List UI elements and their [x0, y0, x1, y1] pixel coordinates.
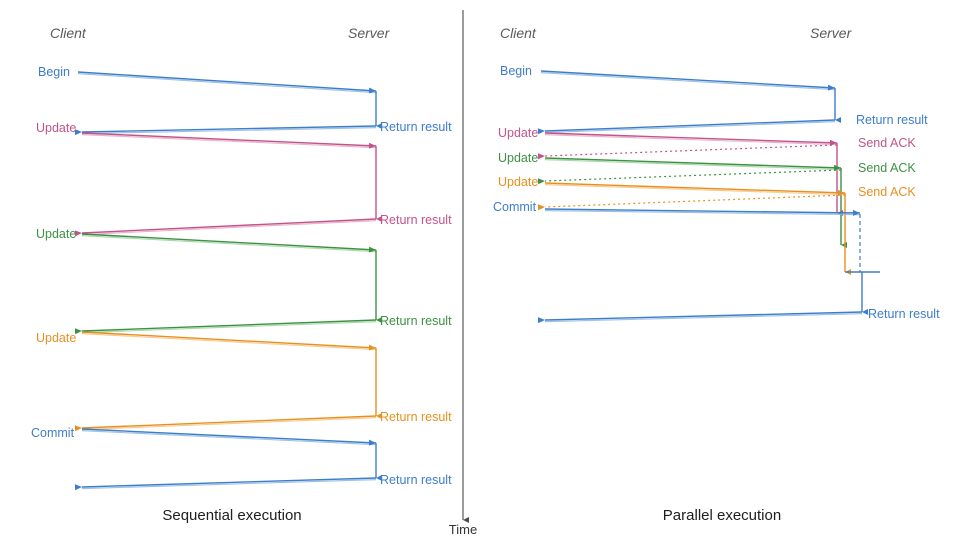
- arrow-commit-response: [537, 311, 863, 324]
- server-message-label-4: Return result: [868, 307, 940, 321]
- arrow-update1-response: [74, 218, 377, 237]
- arrow-commit-request: [81, 428, 377, 446]
- server-message-label-2: Send ACK: [858, 161, 916, 175]
- arrow-update2-ack: [537, 169, 842, 185]
- server-message-label-1: Return result: [380, 213, 452, 227]
- arrow-update1-response-halo: [81, 220, 377, 236]
- client-message-label-2: Update: [498, 151, 538, 165]
- client-message-label-1: Update: [498, 126, 538, 140]
- arrow-begin-request-halo: [77, 73, 377, 94]
- arrow-update2-request: [544, 157, 842, 171]
- client-message-label-4: Commit: [31, 426, 75, 440]
- client-message-label-2: Update: [36, 227, 76, 241]
- server-message-label-1: Send ACK: [858, 136, 916, 150]
- client-lane-title: Client: [50, 25, 87, 41]
- arrow-begin-response-halo: [544, 121, 836, 134]
- arrow-commit-request-halo: [544, 210, 861, 216]
- arrow-update1-ack: [537, 144, 838, 160]
- server-message-label-3: Return result: [380, 410, 452, 424]
- arrow-update2-response: [74, 319, 377, 335]
- arrow-update3-response: [74, 415, 377, 432]
- arrow-update2-response-halo: [81, 321, 377, 334]
- server-lane-title: Server: [810, 25, 853, 41]
- arrow-begin-request: [540, 70, 836, 91]
- client-message-label-4: Commit: [493, 200, 537, 214]
- arrow-update3-request: [544, 182, 846, 196]
- arrow-update3-request: [81, 331, 377, 351]
- arrow-update2-request-halo: [544, 159, 842, 171]
- arrow-update3-response-halo: [81, 417, 377, 431]
- client-message-label-3: Update: [498, 175, 538, 189]
- arrow-commit-response-halo: [81, 479, 377, 490]
- panel-caption-sequential: Sequential execution: [162, 507, 301, 524]
- arrow-update3-request-halo: [81, 333, 377, 351]
- server-lane-title: Server: [348, 25, 391, 41]
- client-message-label-1: Update: [36, 121, 76, 135]
- arrow-update1-request: [81, 132, 377, 149]
- time-axis-group: Time: [449, 10, 477, 537]
- arrow-commit-request-halo: [81, 430, 377, 446]
- client-lane-title: Client: [500, 25, 537, 41]
- client-message-label-0: Begin: [500, 64, 532, 78]
- panel-caption-parallel: Parallel execution: [663, 507, 781, 524]
- arrow-begin-response: [537, 119, 836, 135]
- time-axis-label: Time: [449, 522, 477, 537]
- arrow-update2-request: [81, 233, 377, 253]
- arrow-begin-request: [77, 71, 377, 94]
- arrow-update1-request-halo: [544, 134, 838, 146]
- server-message-label-2: Return result: [380, 314, 452, 328]
- arrow-begin-request-halo: [540, 72, 836, 91]
- server-message-label-3: Send ACK: [858, 185, 916, 199]
- arrow-update1-request-halo: [81, 134, 377, 149]
- arrow-begin-response: [74, 125, 377, 136]
- server-message-label-4: Return result: [380, 473, 452, 487]
- arrow-update1-request: [544, 132, 838, 146]
- arrow-update2-request-halo: [81, 235, 377, 253]
- client-message-label-0: Begin: [38, 65, 70, 79]
- arrow-update3-request-halo: [544, 184, 846, 196]
- arrow-update3-ack: [537, 194, 846, 211]
- server-message-label-0: Return result: [380, 120, 452, 134]
- arrow-commit-response-halo: [544, 313, 863, 323]
- arrow-commit-response: [74, 477, 377, 491]
- arrow-begin-response-halo: [81, 127, 377, 135]
- arrow-commit-request: [544, 208, 861, 216]
- server-message-label-0: Return result: [856, 113, 928, 127]
- client-message-label-3: Update: [36, 331, 76, 345]
